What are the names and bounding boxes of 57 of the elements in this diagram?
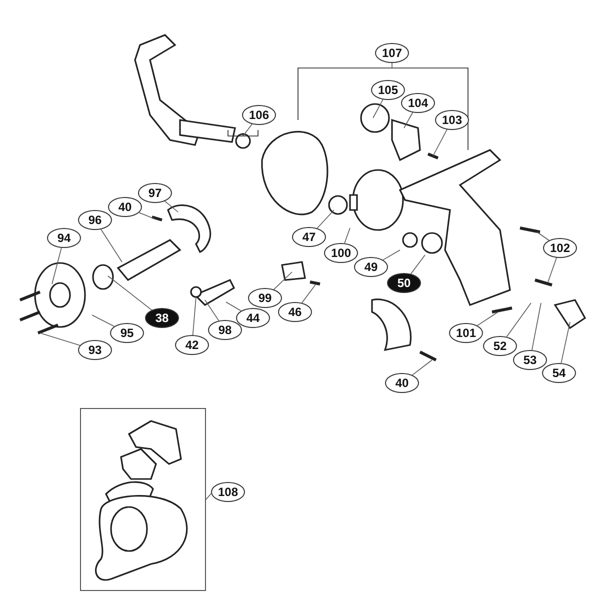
leader-line xyxy=(506,302,532,338)
leader-line xyxy=(410,254,426,274)
callout-number: 44 xyxy=(236,308,270,328)
leader-line xyxy=(316,210,334,229)
callout-number: 108 xyxy=(211,482,245,502)
leader-line xyxy=(476,312,498,326)
callout-number: 46 xyxy=(278,302,312,322)
leader-line xyxy=(301,284,316,304)
callout-number: 100 xyxy=(324,243,358,263)
callout-number: 38 xyxy=(145,308,179,328)
callout-number: 50 xyxy=(387,273,421,293)
leader-line xyxy=(548,257,557,282)
callout-number: 93 xyxy=(78,340,112,360)
callout-number: 47 xyxy=(292,227,326,247)
callout-number: 40 xyxy=(108,197,142,217)
leader-line xyxy=(344,228,350,244)
callout-number: 99 xyxy=(248,288,282,308)
leader-line xyxy=(192,296,196,336)
callout-number: 107 xyxy=(375,43,409,63)
leader-line xyxy=(404,112,414,128)
callout-number: 105 xyxy=(371,80,405,100)
callout-number: 96 xyxy=(78,210,112,230)
callout-number: 97 xyxy=(138,183,172,203)
leader-line xyxy=(242,124,252,136)
leader-line xyxy=(560,322,570,364)
leader-line xyxy=(108,276,152,310)
leader-line xyxy=(226,302,242,312)
leader-line xyxy=(382,250,400,260)
callout-number: 103 xyxy=(435,110,469,130)
callout-number: 40 xyxy=(385,373,419,393)
leader-line xyxy=(273,272,292,290)
leader-line xyxy=(536,232,550,241)
callout-number: 52 xyxy=(483,336,517,356)
callout-number: 49 xyxy=(354,257,388,277)
leader-line xyxy=(52,247,62,284)
callout-number: 101 xyxy=(449,323,483,343)
leader-line xyxy=(432,129,448,156)
leader-line xyxy=(92,314,115,327)
leader-line xyxy=(164,200,178,212)
callout-number: 54 xyxy=(542,363,576,383)
callout-number: 42 xyxy=(175,335,209,355)
leader-line xyxy=(412,360,432,376)
leader-line xyxy=(372,99,384,118)
leader-line xyxy=(532,302,542,350)
callout-number: 53 xyxy=(513,350,547,370)
callout-number: 106 xyxy=(242,105,276,125)
leader-line xyxy=(100,228,122,262)
callout-number: 104 xyxy=(401,93,435,113)
callout-number: 98 xyxy=(208,320,242,340)
leader-line xyxy=(206,493,212,500)
leader-line xyxy=(204,300,220,322)
callout-number: 102 xyxy=(543,238,577,258)
callout-number: 95 xyxy=(110,323,144,343)
inset-frame xyxy=(80,408,206,591)
callout-number: 94 xyxy=(47,228,81,248)
leader-line xyxy=(138,212,156,220)
leader-line xyxy=(40,332,80,346)
